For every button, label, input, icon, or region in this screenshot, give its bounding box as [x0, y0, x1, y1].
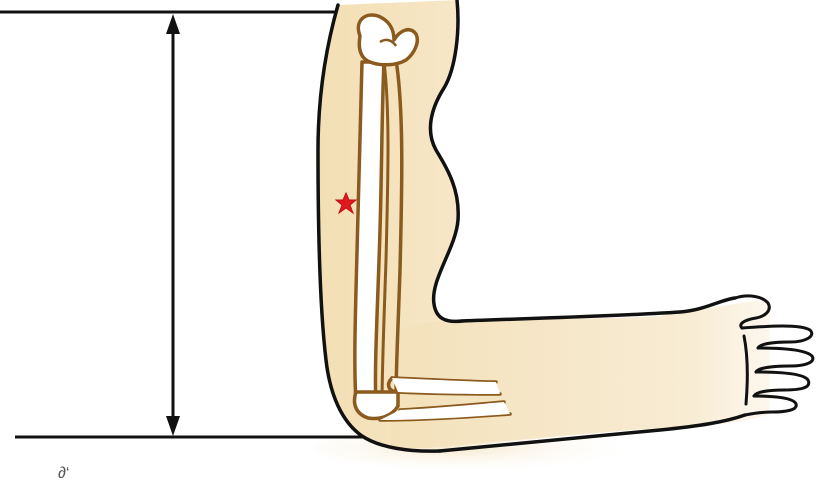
forearm-fill [390, 300, 770, 448]
corner-text: ∂‘ [58, 465, 69, 478]
double-headed-arrow-icon [166, 14, 180, 436]
